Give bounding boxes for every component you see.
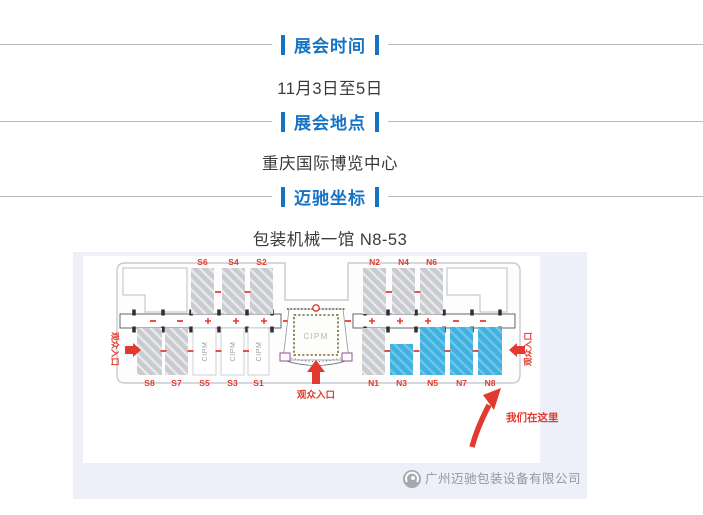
entrance-right: 观众入口 <box>509 332 533 366</box>
hall-inner-label: CIPM <box>256 342 263 362</box>
hall-gap-marks <box>160 291 479 352</box>
hall-inner-label: CIPM <box>230 342 237 362</box>
hall-n2 <box>363 268 386 314</box>
entrance-right-label: 观众入口 <box>523 332 533 366</box>
header-bar-left <box>281 34 285 55</box>
watermark: 广州迈驰包装设备有限公司 <box>403 470 581 488</box>
hall-inner-label: CIPM <box>202 342 209 362</box>
header-bar-left <box>281 186 285 207</box>
hall-label-s2: S2 <box>256 257 267 267</box>
hall-label-s5: S5 <box>199 378 210 388</box>
hall-s6 <box>191 268 214 314</box>
hall-n6 <box>420 268 443 314</box>
structure-top-left <box>122 267 188 313</box>
hall-label-s8: S8 <box>144 378 155 388</box>
entrance-bottom-label: 观众入口 <box>296 389 335 401</box>
hall-n8 <box>478 327 502 375</box>
hall-label-n1: N1 <box>368 378 379 388</box>
header-bar-right <box>375 186 379 207</box>
here-arrow-icon <box>469 403 492 448</box>
header-bar-right <box>375 111 379 132</box>
hall-s7 <box>165 328 188 375</box>
entrance-bottom: 观众入口 <box>296 360 335 401</box>
hall-label-s1: S1 <box>253 378 264 388</box>
exhibition-time-value: 11月3日至5日 <box>277 80 383 98</box>
pavilion-label: CIPM <box>303 331 328 341</box>
exhibition-location-value: 重庆国际博览中心 <box>262 155 398 173</box>
hall-label-s3: S3 <box>227 378 238 388</box>
hall-label-n6: N6 <box>426 257 437 267</box>
company-name: 广州迈驰包装设备有限公司 <box>425 471 581 486</box>
corridor-south <box>119 313 282 329</box>
hall-label-n2: N2 <box>369 257 380 267</box>
hall-n1 <box>362 328 385 375</box>
pavilion-top-marker <box>312 304 320 312</box>
hall-label-n4: N4 <box>398 257 409 267</box>
section-title: 展会时间 <box>294 37 366 56</box>
section-header-time: 展会时间 <box>0 34 660 56</box>
hall-label-n8: N8 <box>485 378 496 388</box>
hall-n4 <box>392 268 415 314</box>
here-label: 我们在这里 <box>506 411 559 424</box>
we-are-here: 我们在这里 <box>469 388 559 448</box>
hall-label-n5: N5 <box>427 378 438 388</box>
corridor-north <box>352 313 516 329</box>
section-header-location: 展会地点 <box>0 111 660 133</box>
hall-label-n3: N3 <box>396 378 407 388</box>
booth-number-value: 包装机械一馆 N8-53 <box>252 231 408 249</box>
entrance-left-label: 观众入口 <box>110 332 120 366</box>
hall-label-s4: S4 <box>228 257 239 267</box>
corridor-plus-marks <box>205 318 431 324</box>
here-arrowhead-icon <box>483 388 501 410</box>
header-bar-left <box>281 111 285 132</box>
hall-label-s6: S6 <box>197 257 208 267</box>
central-pavilion: CIPM <box>279 304 353 366</box>
hall-s2 <box>250 268 273 314</box>
hall-n7 <box>450 327 473 375</box>
entrance-bottom-arrow-icon <box>307 360 325 384</box>
hall-label-s7: S7 <box>171 378 182 388</box>
structure-top-right <box>446 267 508 313</box>
section-title: 展会地点 <box>294 114 366 133</box>
entrance-left: 观众入口 <box>110 332 141 366</box>
section-header-booth: 迈驰坐标 <box>0 186 660 208</box>
hall-n5 <box>420 327 445 375</box>
hall-s4 <box>222 268 245 314</box>
hall-n3 <box>390 344 413 375</box>
hall-label-n7: N7 <box>456 378 467 388</box>
company-logo-icon <box>403 470 421 488</box>
hall-s8 <box>137 328 162 375</box>
entrance-left-arrow-icon <box>125 343 141 357</box>
header-bar-right <box>375 34 379 55</box>
section-title: 迈驰坐标 <box>294 189 366 208</box>
entrance-right-arrow-icon <box>509 343 525 357</box>
